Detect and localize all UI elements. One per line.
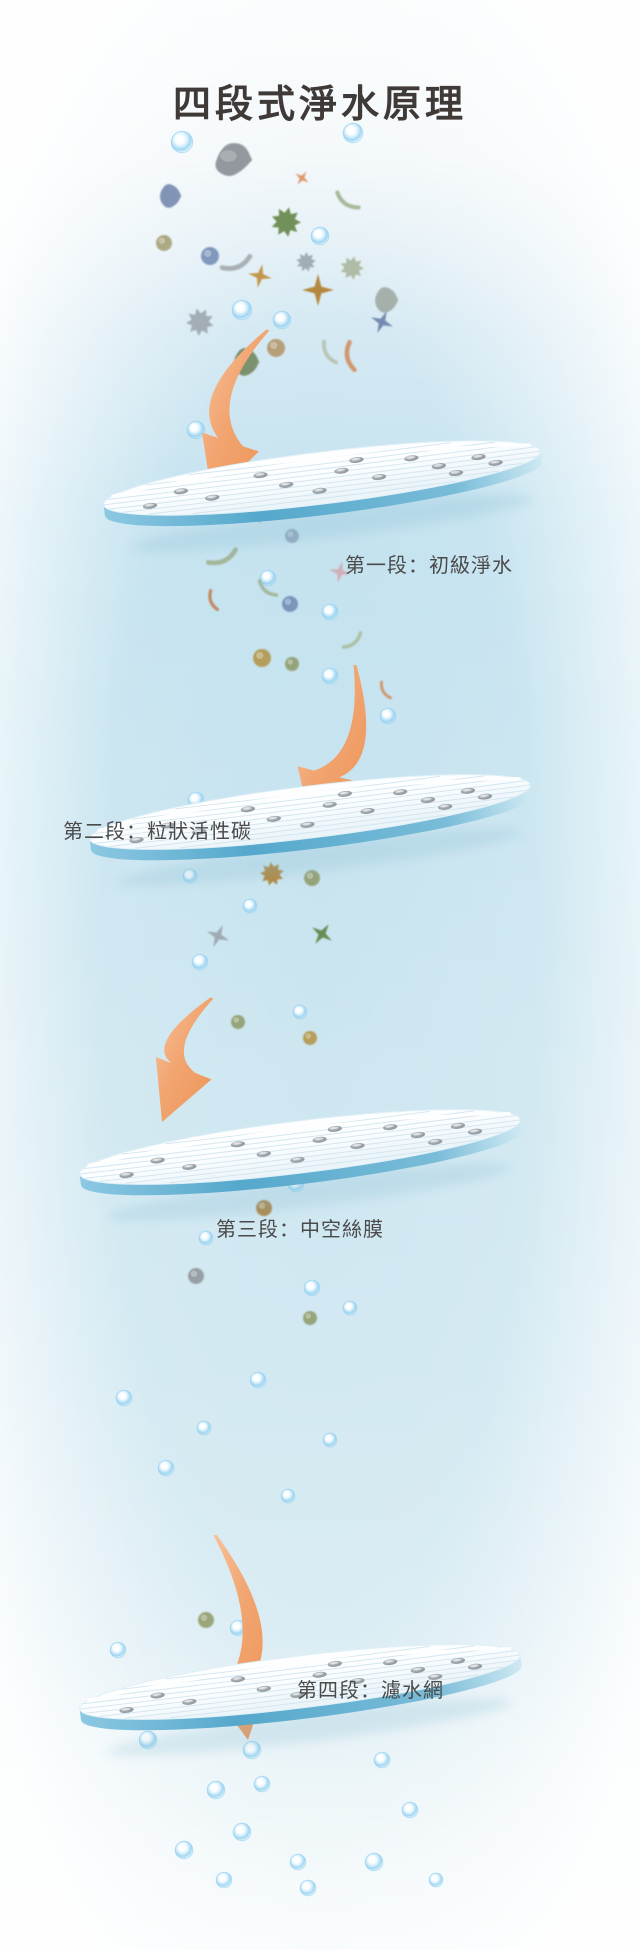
- particle-dot: [267, 339, 285, 357]
- particle-fiber: [206, 547, 238, 566]
- particle-bubble: [186, 420, 206, 440]
- particle-star4: [329, 561, 351, 583]
- particle-bubble: [373, 1751, 391, 1769]
- particle-star8: [271, 207, 301, 237]
- page-title: 四段式淨水原理: [172, 82, 467, 127]
- particle-bubble: [206, 1780, 226, 1800]
- particle-fiber: [208, 589, 220, 611]
- particle-rock: [215, 143, 253, 176]
- particle-bubble: [170, 130, 194, 154]
- particle-dot: [198, 1612, 214, 1628]
- particle-star4: [206, 924, 230, 948]
- particle-bubble: [428, 1872, 444, 1888]
- particle-bubble: [322, 1432, 338, 1448]
- particle-fiber: [335, 190, 361, 210]
- stage-label-1: 第一段：初級淨水: [345, 553, 513, 577]
- particle-dot: [303, 1311, 317, 1325]
- particle-dot: [156, 235, 172, 251]
- particle-fiber: [321, 339, 338, 365]
- particle-bubble: [289, 1853, 307, 1871]
- particle-bubble: [242, 898, 258, 914]
- particle-bubble: [303, 1279, 321, 1297]
- particle-bubble: [174, 1840, 194, 1860]
- particle-fiber: [341, 631, 363, 649]
- particle-bubble: [292, 1004, 308, 1020]
- particle-dot: [304, 870, 320, 886]
- particle-star4: [302, 274, 334, 306]
- particle-bubble: [299, 1879, 317, 1897]
- particle-bubble: [342, 1300, 358, 1316]
- filter-disc: [79, 1644, 522, 1756]
- particle-star4: [248, 264, 272, 288]
- particle-bubble: [379, 707, 397, 725]
- particle-bubble: [401, 1801, 419, 1819]
- particle-bubble: [272, 310, 292, 330]
- particle-bubble: [310, 226, 330, 246]
- particle-bubble: [198, 1230, 214, 1246]
- particle-bubble: [364, 1852, 384, 1872]
- particle-bubble: [253, 1775, 271, 1793]
- particle-bubble: [231, 299, 253, 321]
- particle-fiber: [379, 680, 392, 700]
- particle-bubble: [157, 1459, 175, 1477]
- particle-star4: [295, 171, 309, 185]
- particle-fiber: [344, 339, 357, 373]
- particle-dot: [285, 657, 299, 671]
- stage-label-4: 第四段：濾水網: [297, 1678, 444, 1702]
- stage-label-3: 第三段：中空絲膜: [216, 1217, 384, 1241]
- particle-fiber: [257, 579, 279, 597]
- arrow-1: [202, 329, 270, 497]
- particle-dot: [303, 1031, 317, 1045]
- particle-star8: [186, 308, 214, 336]
- particle-bubble: [259, 569, 277, 587]
- particle-dot: [253, 649, 271, 667]
- particle-star4: [370, 310, 394, 334]
- filter-disc: [79, 1109, 522, 1221]
- filter-disc: [89, 774, 532, 886]
- particle-star8: [296, 252, 316, 272]
- particle-bubble: [232, 1822, 252, 1842]
- particle-bubble: [215, 1871, 233, 1889]
- particle-bubble: [321, 603, 339, 621]
- stage-label-2: 第二段：粒狀活性碳: [63, 819, 252, 843]
- particle-star4: [312, 924, 332, 944]
- particle-bubble: [115, 1389, 133, 1407]
- particle-bubble: [196, 1420, 212, 1436]
- arrow-3: [155, 997, 214, 1122]
- particle-bubble: [342, 122, 364, 144]
- particle-bubble: [280, 1488, 296, 1504]
- particle-bubble: [321, 667, 339, 685]
- particle-blob: [159, 184, 182, 208]
- particle-dot: [282, 596, 298, 612]
- particle-bubble: [109, 1641, 127, 1659]
- filter-disc: [103, 440, 542, 552]
- particle-blob: [375, 287, 399, 313]
- particle-dot: [188, 1268, 204, 1284]
- particle-star8: [340, 256, 364, 280]
- particle-bubble: [249, 1371, 267, 1389]
- particle-dot: [201, 247, 219, 265]
- particle-fiber: [219, 253, 253, 271]
- particle-bubble: [191, 953, 209, 971]
- particle-dot: [231, 1015, 245, 1029]
